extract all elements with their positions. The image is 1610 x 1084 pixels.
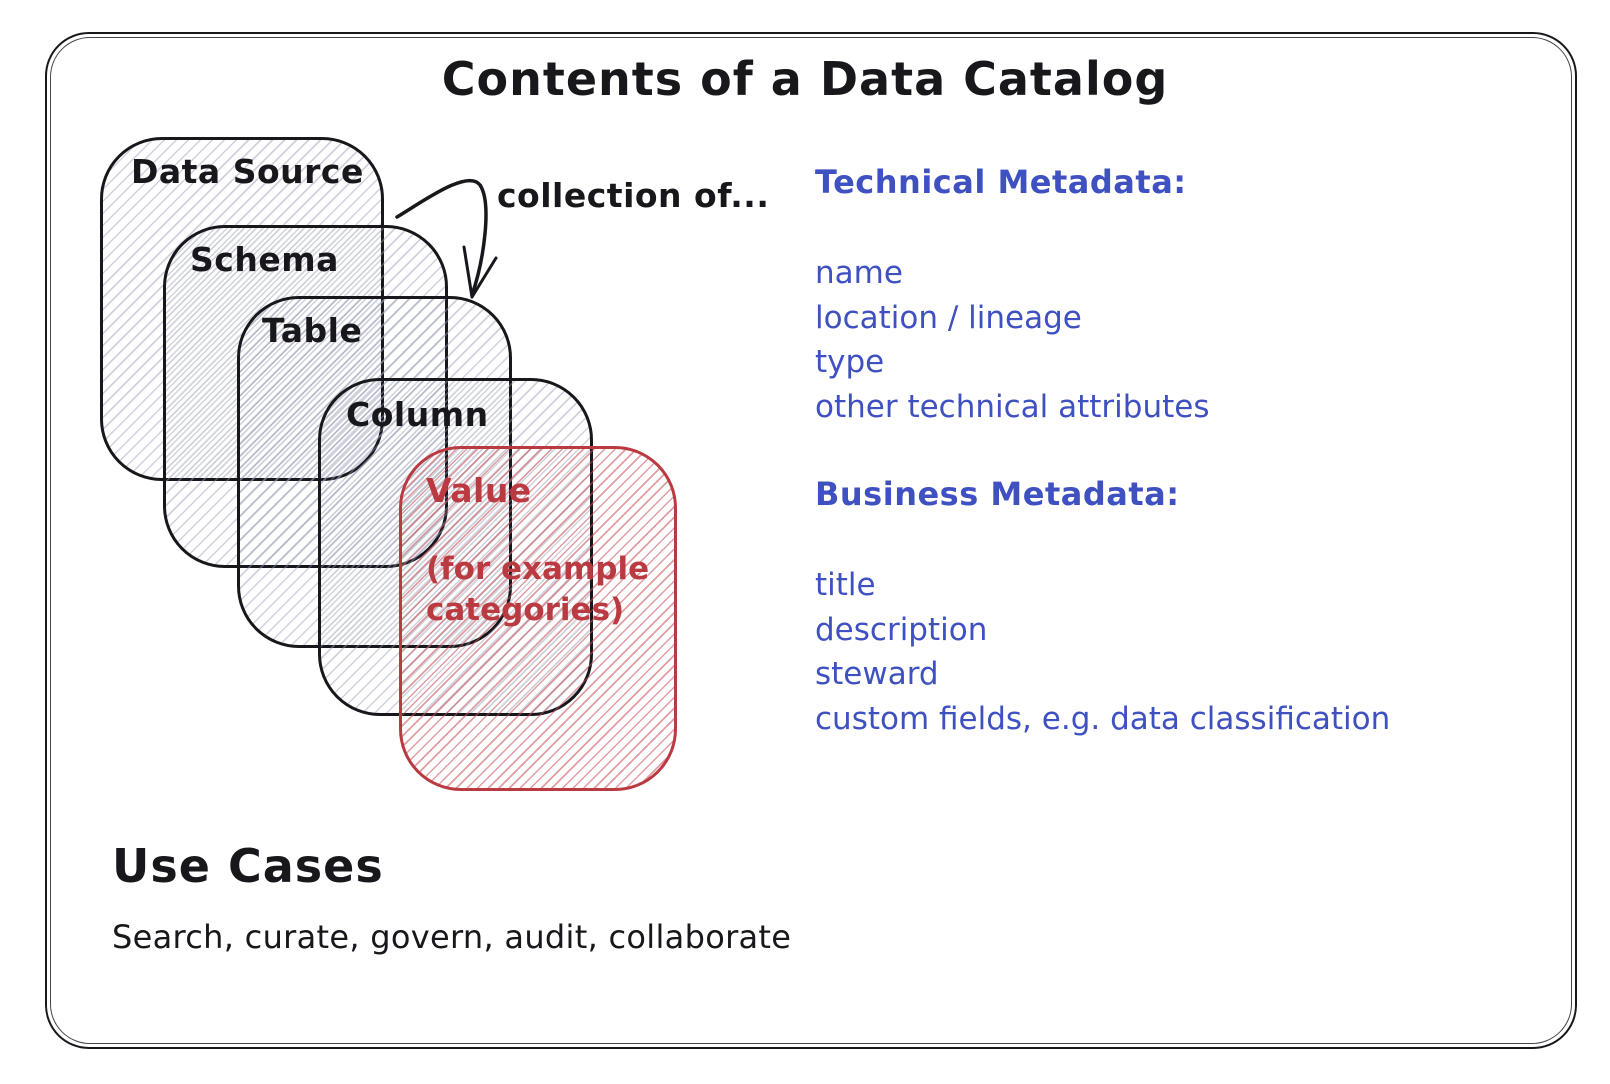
value-label: Value (426, 471, 532, 510)
business-metadata-section: Business Metadata: title description ste… (815, 475, 1390, 741)
diagram-title: Contents of a Data Catalog (441, 52, 1169, 106)
business-item-custom-fields: custom fields, e.g. data classification (815, 700, 1391, 737)
business-metadata-heading: Business Metadata: (815, 475, 1180, 513)
technical-metadata-heading: Technical Metadata: (815, 163, 1187, 201)
schema-label: Schema (190, 240, 339, 279)
technical-item-name: name (815, 255, 903, 291)
technical-metadata-items: name location / lineage type other techn… (815, 251, 1390, 429)
collection-arrow-label: collection of... (497, 176, 770, 215)
technical-item-type: type (815, 344, 885, 380)
use-cases-heading: Use Cases (112, 839, 384, 893)
technical-metadata-section: Technical Metadata: name location / line… (815, 163, 1390, 429)
use-cases-section: Use Cases Search, curate, govern, audit,… (112, 838, 791, 956)
value-box: Value (for example categories) (399, 446, 677, 791)
business-item-steward: steward (815, 656, 939, 692)
data-source-label: Data Source (131, 152, 364, 191)
diagram-outer-frame (45, 32, 1577, 1049)
use-cases-text: Search, curate, govern, audit, collabora… (112, 918, 792, 956)
technical-item-other-attributes: other technical attributes (815, 388, 1210, 425)
collection-arrow-icon (395, 178, 498, 299)
business-metadata-items: title description steward custom fields,… (815, 563, 1390, 741)
column-label: Column (346, 395, 489, 434)
business-item-title: title (815, 567, 876, 603)
table-label: Table (262, 311, 363, 350)
business-item-description: description (815, 611, 988, 648)
technical-item-location-lineage: location / lineage (815, 299, 1082, 336)
value-sublabel: (for example categories) (426, 551, 650, 628)
metadata-column: Technical Metadata: name location / line… (815, 163, 1390, 741)
